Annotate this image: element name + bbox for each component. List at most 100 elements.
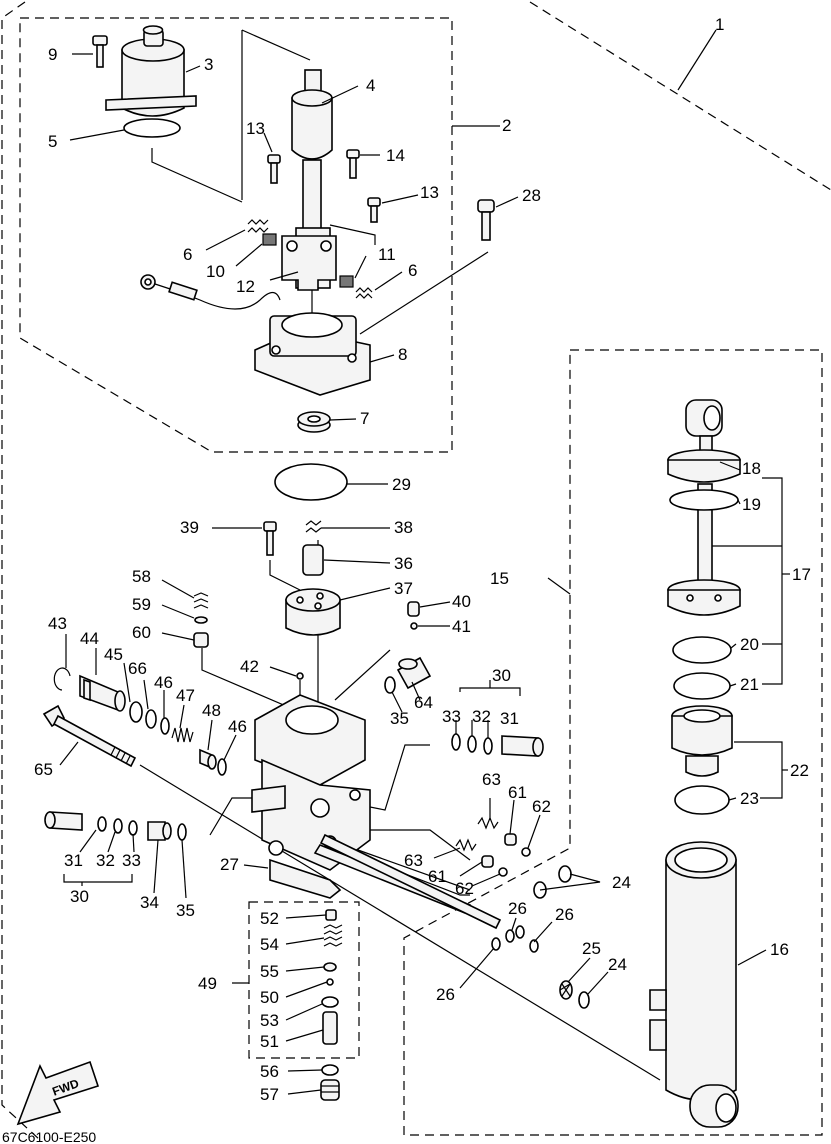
callout-26-a: 26 — [508, 899, 527, 918]
o-ring-19-icon — [669, 489, 739, 511]
callout-32-lower: 32 — [96, 851, 115, 870]
callout-48: 48 — [202, 701, 221, 720]
callout-46-right: 46 — [228, 717, 247, 736]
callout-32-upper: 32 — [472, 707, 491, 726]
callout-26-b: 26 — [555, 905, 574, 924]
seal-7-icon — [297, 411, 331, 433]
callout-11: 11 — [378, 245, 396, 264]
brush-10-icon — [262, 233, 277, 246]
callout-38: 38 — [394, 518, 413, 537]
callout-13-lower: 13 — [420, 183, 439, 202]
cable-terminal-icon — [140, 274, 281, 310]
o-ring-20-icon — [672, 636, 732, 664]
o-ring-33-lower-icon — [128, 820, 138, 836]
callout-5: 5 — [48, 132, 57, 151]
callout-42: 42 — [240, 657, 259, 676]
ball-42-icon — [296, 672, 304, 680]
brush-11-icon — [339, 275, 354, 288]
callout-17: 17 — [792, 565, 811, 584]
callout-2: 2 — [502, 116, 511, 135]
callout-24-upper: 24 — [612, 873, 631, 892]
callout-55: 55 — [260, 962, 279, 981]
screw-14-icon — [346, 149, 360, 179]
motor-assembly-2-boundary — [19, 17, 453, 453]
callout-65: 65 — [34, 760, 53, 779]
callout-46-left: 46 — [154, 673, 173, 692]
o-ring-26-a-icon — [505, 929, 515, 943]
callout-7: 7 — [360, 409, 369, 428]
valve-assembly-49-boundary — [248, 901, 360, 1059]
spring-6-lower-icon — [355, 287, 373, 299]
callout-61-lower: 61 — [428, 867, 447, 886]
callout-10: 10 — [206, 262, 225, 281]
piston-rod-17-icon — [667, 399, 741, 616]
valve-34-icon — [147, 821, 172, 841]
piston-44-icon — [79, 674, 126, 712]
sleeve-36-icon — [302, 544, 324, 576]
screw-13-lower-icon — [367, 197, 381, 223]
diagram-code: 67C6100-E250 — [2, 1129, 96, 1144]
callout-23: 23 — [740, 789, 759, 808]
callout-14: 14 — [386, 146, 405, 165]
screw-9-icon — [92, 35, 108, 68]
o-ring-35-upper-icon — [384, 676, 396, 694]
callout-56: 56 — [260, 1062, 279, 1081]
pin-40-icon — [407, 601, 420, 617]
callout-19: 19 — [742, 495, 761, 514]
callout-47: 47 — [176, 686, 195, 705]
callout-59: 59 — [132, 595, 151, 614]
callout-6-upper: 6 — [183, 245, 192, 264]
o-ring-66-icon — [145, 709, 157, 729]
gland-22-icon — [671, 705, 733, 777]
o-ring-33-upper-icon — [451, 733, 461, 751]
callout-27: 27 — [220, 855, 239, 874]
spring-6-upper-icon — [247, 219, 269, 233]
callout-60: 60 — [132, 623, 151, 642]
bolt-65-icon — [42, 704, 137, 768]
ball-62-upper-icon — [521, 847, 531, 857]
cylinder-assembly-15-boundary — [403, 349, 823, 1136]
callout-28: 28 — [522, 186, 541, 205]
check-valve-30-upper-icon — [501, 735, 544, 757]
callout-64: 64 — [414, 693, 433, 712]
callout-66: 66 — [128, 659, 147, 678]
pipe-27-icon — [313, 833, 502, 930]
leader-lines — [59, 29, 790, 1095]
spring-47-icon — [171, 727, 194, 743]
o-ring-31-upper-icon — [483, 737, 493, 755]
o-ring-31-lower-icon — [97, 816, 107, 832]
plug-57-icon — [320, 1079, 340, 1101]
o-ring-26-b-icon — [515, 925, 525, 939]
callout-8: 8 — [398, 345, 407, 364]
o-ring-26-d-icon — [491, 937, 501, 951]
pump-housing-8-icon — [254, 312, 371, 396]
circlip-43-icon — [53, 667, 71, 691]
callout-16: 16 — [770, 940, 789, 959]
o-ring-32-upper-icon — [467, 735, 477, 753]
trim-motor-3-icon — [105, 25, 197, 117]
o-ring-56-icon — [321, 1064, 339, 1076]
callout-13-upper: 13 — [246, 119, 265, 138]
filter-25-icon — [559, 980, 573, 1000]
o-ring-24-right-icon — [558, 865, 572, 883]
o-ring-24-lower-icon — [578, 991, 590, 1009]
callout-4: 4 — [366, 76, 375, 95]
check-valve-30-lower-icon — [44, 811, 83, 831]
brush-holder-12-icon — [281, 235, 337, 291]
callout-58: 58 — [132, 567, 151, 586]
callout-1: 1 — [715, 15, 724, 34]
callout-33-upper: 33 — [442, 707, 461, 726]
fwd-arrow-icon — [16, 1060, 100, 1126]
callout-62-upper: 62 — [532, 797, 551, 816]
callout-18: 18 — [742, 459, 761, 478]
callout-40: 40 — [452, 592, 471, 611]
callout-33-lower: 33 — [122, 851, 141, 870]
callout-25: 25 — [582, 939, 601, 958]
callout-30-upper: 30 — [492, 666, 511, 685]
callout-29: 29 — [392, 475, 411, 494]
callout-31-lower: 31 — [64, 851, 83, 870]
assembly-1-boundary-top — [529, 1, 831, 191]
gear-pump-37-icon — [285, 588, 341, 636]
callout-39: 39 — [180, 518, 199, 537]
